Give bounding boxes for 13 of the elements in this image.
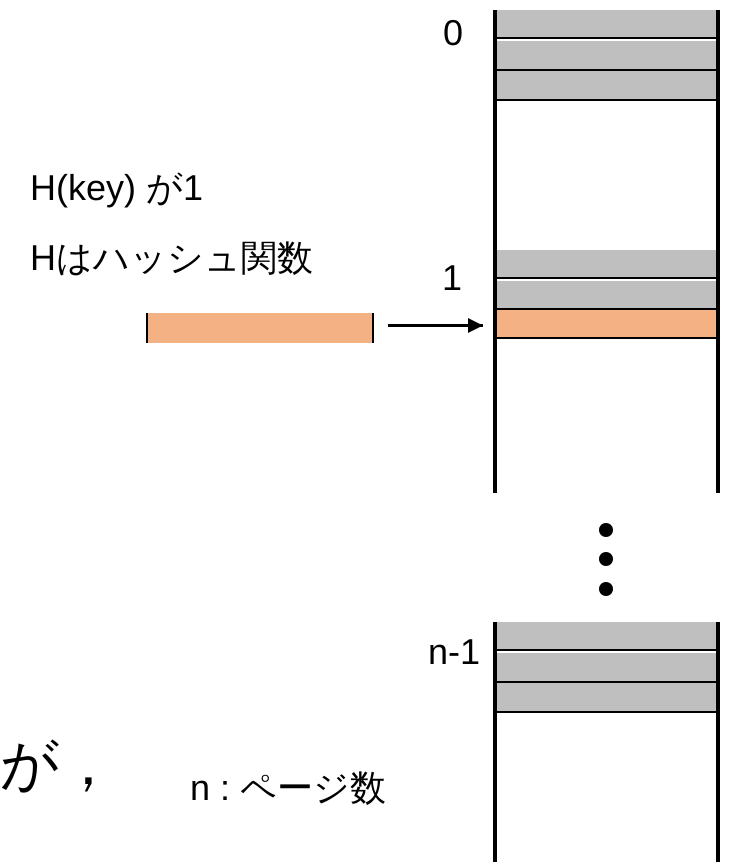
body-text: が， [0,736,117,794]
page-block [493,10,720,251]
page-number: 1 [442,260,462,296]
page-count-note: n : ページ数 [190,770,386,806]
page-block [493,250,720,493]
record-bar [497,308,716,339]
hash-caption: Hはハッシュ関数 [30,240,313,276]
arrow [388,318,483,333]
record-bar [146,313,374,343]
page-block [493,622,720,862]
hash-caption: H(key) が1 [30,170,204,206]
page-number: 0 [442,15,463,51]
page-number: n-1 [428,634,480,670]
